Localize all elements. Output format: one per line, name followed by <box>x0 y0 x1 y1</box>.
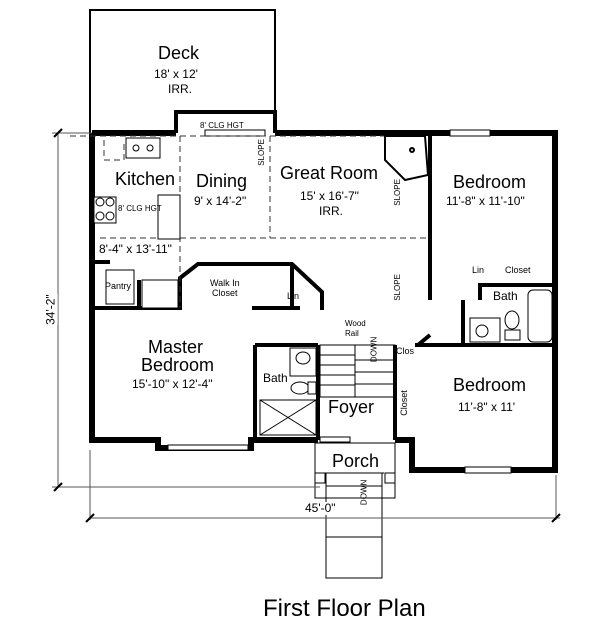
master-bedroom-size: 15'-10" x 12'-4" <box>132 377 213 391</box>
great-room-note: IRR. <box>319 204 343 218</box>
walk-in-closet-label-1: Walk In <box>210 278 240 288</box>
right-bath-fixtures <box>469 289 553 343</box>
porch-steps <box>314 442 396 579</box>
linen-bath-label: Lin <box>472 265 485 275</box>
bedroom-lower-label: Bedroom <box>453 375 527 395</box>
deck-size: 18' x 12' <box>154 67 198 81</box>
kitchen-fixtures <box>93 137 181 309</box>
plan-title: First Floor Plan <box>263 595 426 622</box>
bedroom-upper-label: Bedroom <box>453 172 527 192</box>
stairs <box>319 344 396 398</box>
deck-note: IRR. <box>168 82 192 96</box>
kitchen-ceiling: 8' CLG HGT <box>118 204 162 213</box>
kitchen-label: Kitchen <box>115 169 176 189</box>
linen-master-label: Lin <box>287 291 300 301</box>
wood-rail-label-2: Rail <box>345 329 359 338</box>
interior-walls <box>92 133 555 440</box>
deck-outline <box>89 9 277 133</box>
stair-down-label: DOWN <box>369 336 379 363</box>
porch-down-label: DOWN <box>359 479 369 506</box>
closet-upper-label: Closet <box>505 265 531 275</box>
master-bedroom-label-1: Master <box>148 337 204 357</box>
exterior-walls <box>89 130 558 473</box>
bedroom-lower-size: 11'-8" x 11' <box>458 400 516 414</box>
overall-depth-dimension: 34'-2" <box>43 294 58 325</box>
dining-label: Dining <box>196 171 248 191</box>
great-room-label: Great Room <box>280 163 379 183</box>
dimension-lines <box>52 128 561 523</box>
deck-label: Deck <box>158 43 200 63</box>
master-bath-fixtures <box>259 347 317 436</box>
wood-rail-label-1: Wood <box>345 319 366 328</box>
clos-label: Clos <box>396 346 415 356</box>
master-bedroom-label-2: Bedroom <box>141 355 215 375</box>
bath-right-label: Bath <box>493 289 518 303</box>
fireplace <box>384 135 430 182</box>
great-room-size: 15' x 16'-7" <box>300 189 359 203</box>
slope-great-label-2: SLOPE <box>392 274 402 301</box>
slope-great-label-1: SLOPE <box>392 179 402 206</box>
kitchen-size: 8'-4" x 13'-11" <box>99 242 172 256</box>
dining-size: 9' x 14'-2" <box>194 194 247 208</box>
ceiling-height-top: 8' CLG HGT <box>200 121 244 130</box>
slope-dining-label: SLOPE <box>256 139 266 166</box>
pantry-label: Pantry <box>105 281 132 291</box>
foyer-label: Foyer <box>328 397 375 417</box>
porch-label: Porch <box>332 451 380 471</box>
bath-master-label: Bath <box>263 371 288 385</box>
walk-in-closet-label-2: Closet <box>212 288 238 298</box>
closet-foyer-label: Closet <box>398 390 409 416</box>
bedroom-upper-size: 11'-8" x 11'-10" <box>446 194 525 208</box>
overall-width-dimension: 45'-0" <box>305 501 336 516</box>
